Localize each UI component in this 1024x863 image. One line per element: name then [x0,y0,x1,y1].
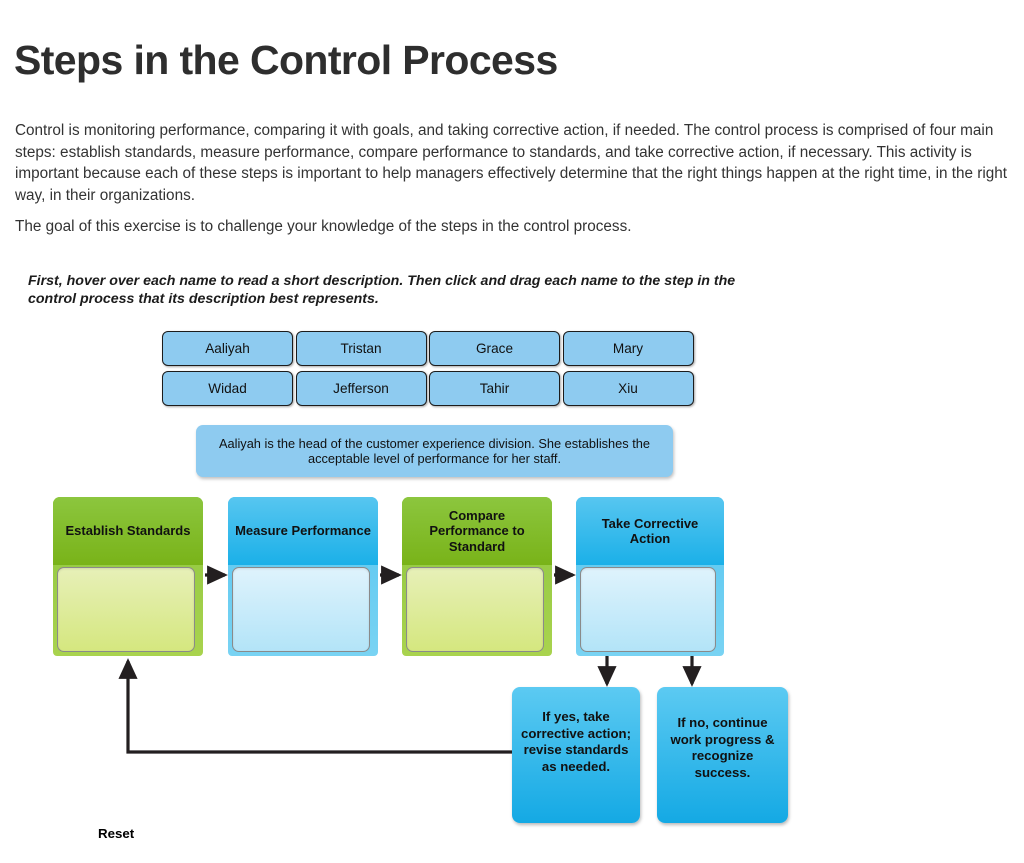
step-title-compare-performance-to-standard: Compare Performance to Standard [402,497,552,565]
name-tile-label: Tristan [340,341,382,356]
name-tile-widad[interactable]: Widad [162,370,293,406]
step-box-measure-performance[interactable]: Measure Performance [228,497,378,656]
drop-zone-measure-performance[interactable] [232,567,370,652]
name-tile-jefferson[interactable]: Jefferson [295,370,427,406]
name-tile-tahir[interactable]: Tahir [429,370,560,406]
page-title: Steps in the Control Process [14,37,558,84]
reset-button[interactable]: Reset [98,826,135,841]
name-tile-xiu[interactable]: Xiu [562,370,694,406]
name-tile-label: Jefferson [333,380,389,396]
goal-paragraph: The goal of this exercise is to challeng… [15,218,632,236]
drop-zone-establish-standards[interactable] [57,567,195,652]
intro-paragraph: Control is monitoring performance, compa… [15,122,1008,204]
arrow-feedback-loop-to-step1 [118,658,512,754]
name-tile-label: Xiu [618,380,638,396]
outcome-box-if-no: If no, continue work progress & recogniz… [657,687,788,823]
name-tile-label: Mary [612,341,644,356]
name-tile-label: Grace [475,341,514,356]
name-tile-tristan[interactable]: Tristan [295,331,427,366]
step-box-establish-standards[interactable]: Establish Standards [53,497,203,656]
step-title-take-corrective-action: Take Corrective Action [576,497,724,565]
name-tile-label: Tahir [479,380,510,396]
drop-zone-take-corrective-action[interactable] [580,567,716,652]
name-tile-mary[interactable]: Mary [562,331,694,366]
name-description-tooltip: Aaliyah is the head of the customer expe… [196,425,673,477]
step-title-establish-standards: Establish Standards [53,497,203,565]
step-title-measure-performance: Measure Performance [228,497,378,565]
instruction-text: First, hover over each name to read a sh… [28,273,736,308]
name-tile-label: Widad [208,380,247,396]
step-box-take-corrective-action[interactable]: Take Corrective Action [576,497,724,656]
step-box-compare-performance-to-standard[interactable]: Compare Performance to Standard [402,497,552,656]
outcome-box-if-yes: If yes, take corrective action; revise s… [512,687,640,823]
name-tile-label: Aaliyah [205,341,250,356]
name-tile-grace[interactable]: Grace [429,331,560,366]
name-tile-aaliyah[interactable]: Aaliyah [162,331,293,366]
drop-zone-compare-performance-to-standard[interactable] [406,567,544,652]
